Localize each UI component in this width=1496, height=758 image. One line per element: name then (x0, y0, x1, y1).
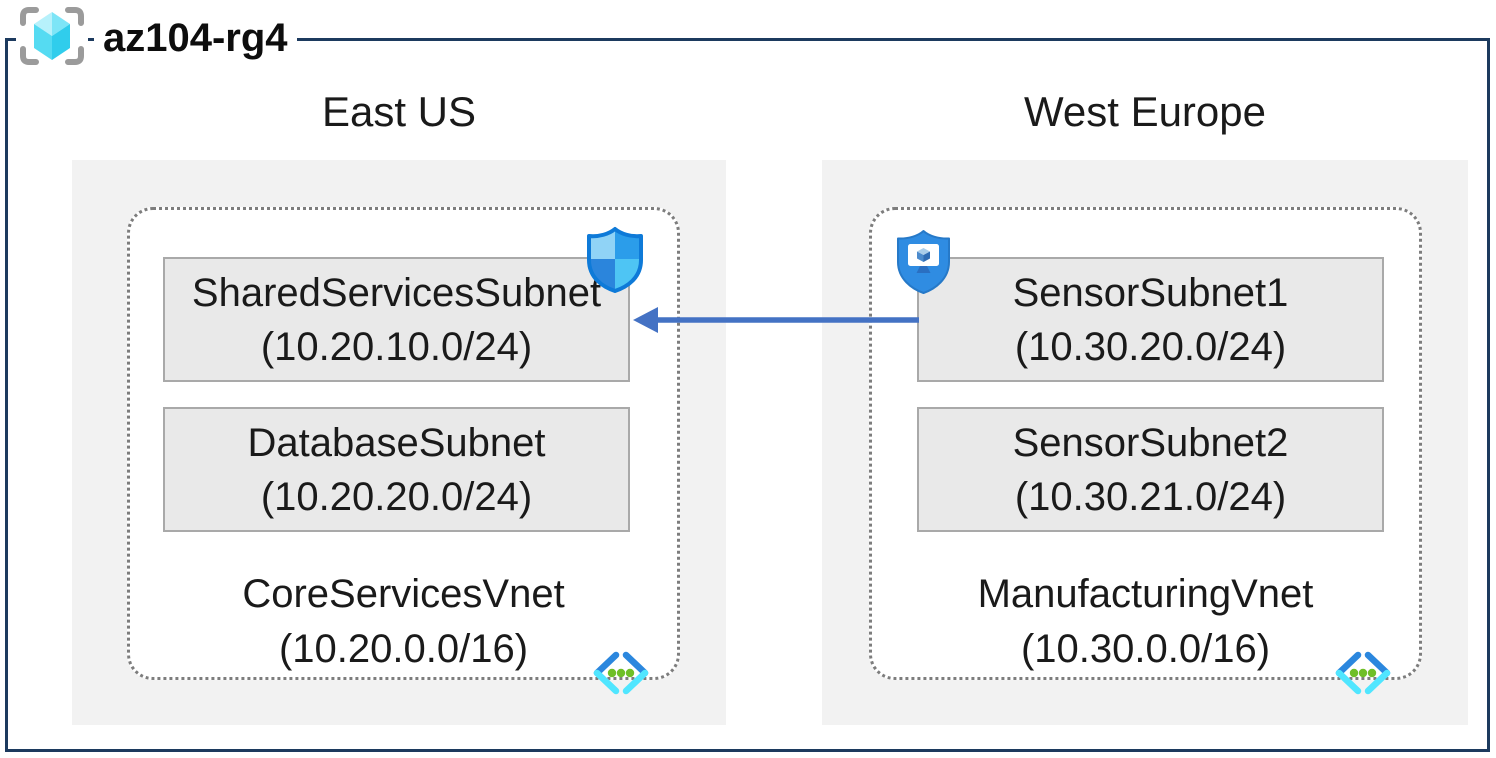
resource-group-title: az104-rg4 (94, 12, 297, 64)
asg-monitor-stand (916, 266, 931, 273)
virtual-network-icon (1334, 651, 1392, 695)
subnet-name: DatabaseSubnet (247, 420, 546, 465)
resource-group-cube (34, 12, 70, 60)
resource-group-frame (5, 38, 1490, 752)
vnet-label-manufacturing: ManufacturingVnet (10.30.0.0/16) (869, 567, 1422, 677)
vnet-cidr: (10.20.0.0/16) (278, 627, 529, 671)
subnet-name: SensorSubnet1 (1012, 270, 1289, 315)
vnet-cidr: (10.30.0.0/16) (1020, 627, 1271, 671)
subnet-cidr: (10.20.10.0/24) (260, 324, 533, 369)
vnet-name: ManufacturingVnet (977, 572, 1314, 616)
subnet-cidr: (10.30.20.0/24) (1014, 324, 1287, 369)
resource-group-brackets (20, 7, 84, 65)
subnet-sensor1: SensorSubnet1 (10.30.20.0/24) (917, 257, 1384, 382)
vnet-label-coreservices: CoreServicesVnet (10.20.0.0/16) (127, 567, 680, 677)
asg-cube (917, 248, 930, 262)
subnet-cidr: (10.30.21.0/24) (1014, 474, 1287, 519)
subnet-name: SensorSubnet2 (1012, 420, 1289, 465)
resource-group-icon (16, 5, 88, 67)
subnet-sharedservices: SharedServicesSubnet (10.20.10.0/24) (163, 257, 630, 382)
virtual-network-icon (592, 651, 650, 695)
subnet-sensor2: SensorSubnet2 (10.30.21.0/24) (917, 407, 1384, 532)
asg-shield-icon (895, 229, 952, 296)
region-label-west-europe: West Europe (1023, 88, 1266, 135)
subnet-database: DatabaseSubnet (10.20.20.0/24) (163, 407, 630, 532)
subnet-cidr: (10.20.20.0/24) (260, 474, 533, 519)
subnet-name: SharedServicesSubnet (191, 270, 602, 315)
region-label-east-us: East US (321, 88, 477, 135)
vnet-name: CoreServicesVnet (242, 572, 565, 616)
nsg-shield-icon (585, 226, 645, 294)
traffic-arrow (631, 303, 921, 337)
